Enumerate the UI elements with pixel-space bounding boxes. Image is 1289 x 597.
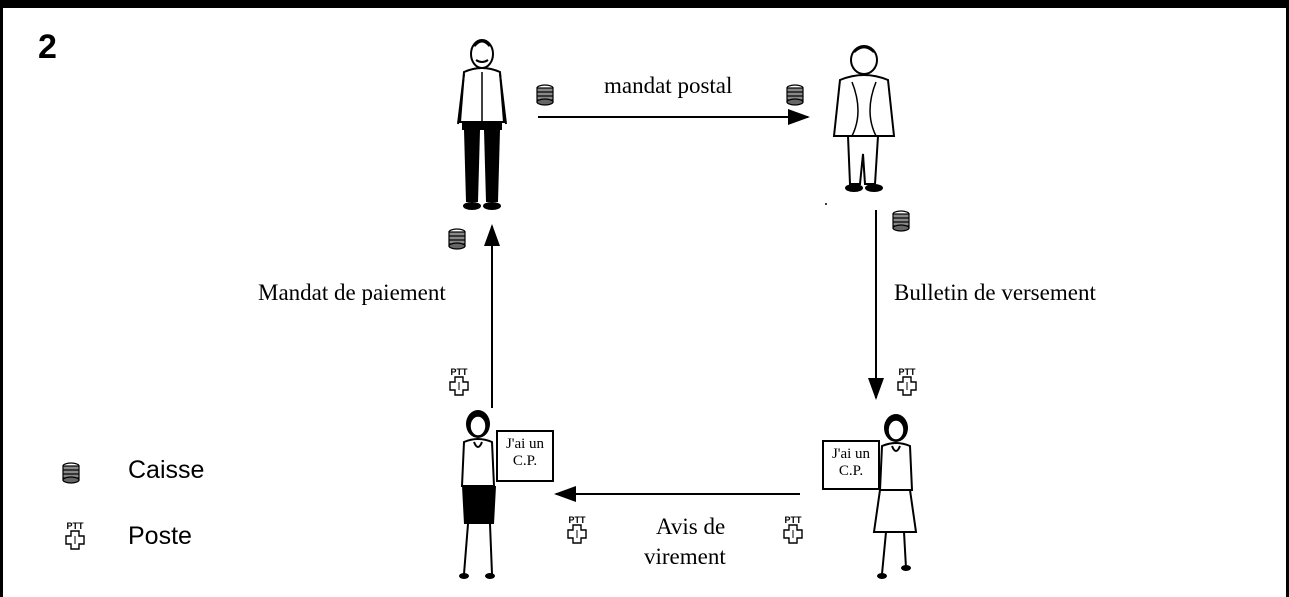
legend-caisse: Caisse (128, 456, 205, 484)
top-border (0, 0, 1289, 8)
person-top-left (456, 38, 508, 212)
caisse-icon (892, 210, 910, 232)
caisse-icon (536, 84, 554, 106)
person-bottom-left (459, 409, 496, 579)
person-top-right (832, 44, 896, 194)
label-mandat-paiement: Mandat de paiement (258, 280, 446, 305)
ptt-icon (65, 520, 85, 550)
label-virement: virement (644, 544, 726, 569)
sign-left-line1: J'ai un (505, 436, 545, 452)
caisse-icon (786, 84, 804, 106)
sign-left: J'ai un C.P. (496, 430, 554, 482)
label-bulletin-versement: Bulletin de versement (894, 280, 1096, 305)
sign-left-line2: C.P. (512, 453, 538, 469)
person-bottom-right (872, 413, 918, 579)
sign-right-line2: C.P. (838, 463, 864, 479)
sign-right: J'ai un C.P. (822, 440, 880, 490)
label-avis-de: Avis de (656, 514, 726, 539)
ptt-icon (567, 514, 587, 544)
caisse-icon (448, 228, 466, 250)
caisse-icon (62, 462, 80, 484)
sign-right-line1: J'ai un (831, 446, 871, 462)
figure-number: 2 (38, 28, 57, 66)
legend-poste: Poste (128, 522, 192, 550)
ptt-icon (897, 366, 917, 396)
ptt-icon (783, 514, 803, 544)
ptt-icon (449, 366, 469, 396)
label-mandat-postal: mandat postal (604, 73, 733, 98)
